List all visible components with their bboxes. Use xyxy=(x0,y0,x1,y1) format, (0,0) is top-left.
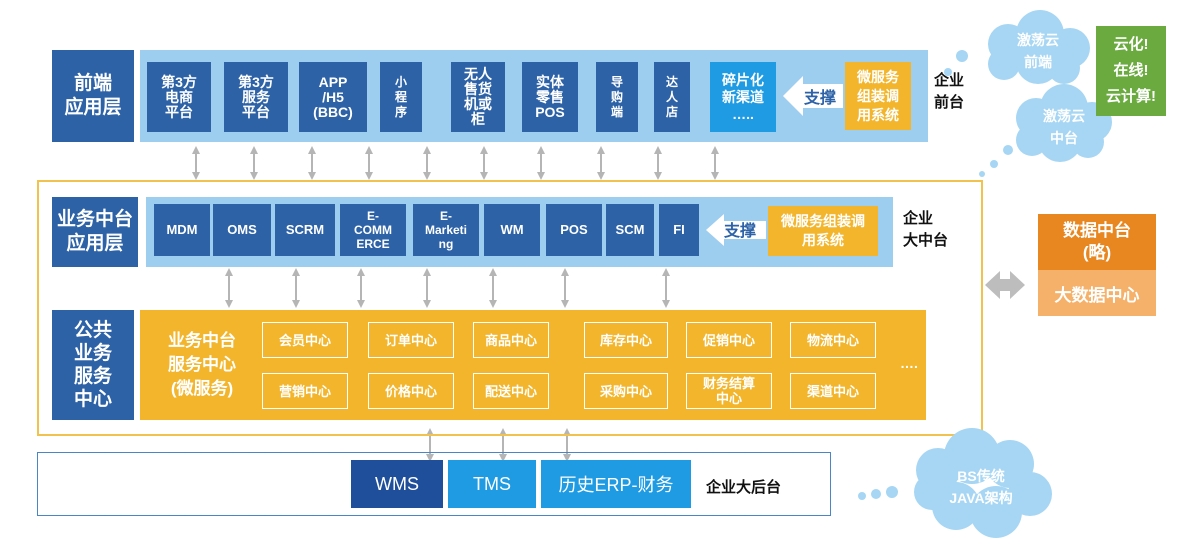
service-center: 价格中心 xyxy=(368,373,454,409)
service-center: 财务结算 中心 xyxy=(686,373,772,409)
service-center: 商品中心 xyxy=(473,322,549,358)
front-module: 第3方 电商 平台 xyxy=(147,62,211,132)
support-arrow-icon xyxy=(706,214,766,246)
middle-module: POS xyxy=(546,204,602,256)
front-side-label: 企业 前台 xyxy=(934,72,965,111)
front-module: 碎片化 新渠道 ….. xyxy=(710,62,776,132)
service-center: 营销中心 xyxy=(262,373,348,409)
service-center: 配送中心 xyxy=(473,373,549,409)
data-center-title: 数据中台 (略) xyxy=(1038,214,1156,270)
service-center: 物流中心 xyxy=(790,322,876,358)
support-arrow-icon xyxy=(783,76,843,116)
back-frame xyxy=(37,452,831,516)
public-layer-label: 公共 业务 服务 中心 xyxy=(52,310,134,420)
middle-module: FI xyxy=(659,204,699,256)
public-ellipsis: …. xyxy=(900,355,918,371)
cloud-icon xyxy=(988,10,1090,84)
back-side-label: 企业大后台 xyxy=(706,479,782,496)
data-center-subtitle: 大数据中心 xyxy=(1038,270,1156,316)
cloud-front-text: 激荡云 前端 xyxy=(1017,32,1059,70)
middle-module: SCRM xyxy=(275,204,335,256)
cloud-middle-text: 激荡云 中台 xyxy=(1043,108,1085,146)
back-module-wms: WMS xyxy=(351,460,443,508)
cloud-slogan-box: 云化! 在线! 云计算! xyxy=(1096,26,1166,116)
middle-frame xyxy=(37,180,983,436)
middle-module: WM xyxy=(484,204,540,256)
cloud-icon xyxy=(914,428,1052,538)
middle-module: OMS xyxy=(213,204,271,256)
middle-module: MDM xyxy=(154,204,210,256)
front-module: APP /H5 (BBC) xyxy=(299,62,367,132)
back-module-erp: 历史ERP-财务 xyxy=(541,460,691,508)
cloud-icon xyxy=(1016,84,1112,162)
service-center: 会员中心 xyxy=(262,322,348,358)
middle-module: E- COMM ERCE xyxy=(340,204,406,256)
front-layer-label: 前端 应用层 xyxy=(52,50,134,142)
cloud-back-text: BS传统 JAVA架构 xyxy=(949,468,1013,506)
front-support-label: 支撑 xyxy=(803,90,836,107)
double-arrow-icon xyxy=(985,271,1025,299)
middle-support-label: 支撑 xyxy=(723,223,756,240)
front-module: 无人 售货 机或 柜 xyxy=(451,62,505,132)
service-center: 渠道中心 xyxy=(790,373,876,409)
public-layer-band xyxy=(140,310,926,420)
back-module-tms: TMS xyxy=(448,460,536,508)
middle-layer-label: 业务中台 应用层 xyxy=(52,197,138,267)
middle-side-label: 企业 大中台 xyxy=(903,210,949,249)
public-title: 业务中台 服务中心 (微服务) xyxy=(168,331,236,398)
front-assembly-box: 微服务 组装调 用系统 xyxy=(845,62,911,130)
front-module: 导 购 端 xyxy=(596,62,638,132)
front-module: 达 人 店 xyxy=(654,62,690,132)
service-center: 订单中心 xyxy=(368,322,454,358)
front-module: 小 程 序 xyxy=(380,62,422,132)
middle-module: E- Marketi ng xyxy=(413,204,479,256)
service-center: 促销中心 xyxy=(686,322,772,358)
service-center: 库存中心 xyxy=(584,322,668,358)
middle-module: SCM xyxy=(606,204,654,256)
front-module: 实体 零售 POS xyxy=(522,62,578,132)
service-center: 采购中心 xyxy=(584,373,668,409)
middle-assembly-box: 微服务组装调 用系统 xyxy=(768,206,878,256)
front-module: 第3方 服务 平台 xyxy=(224,62,288,132)
